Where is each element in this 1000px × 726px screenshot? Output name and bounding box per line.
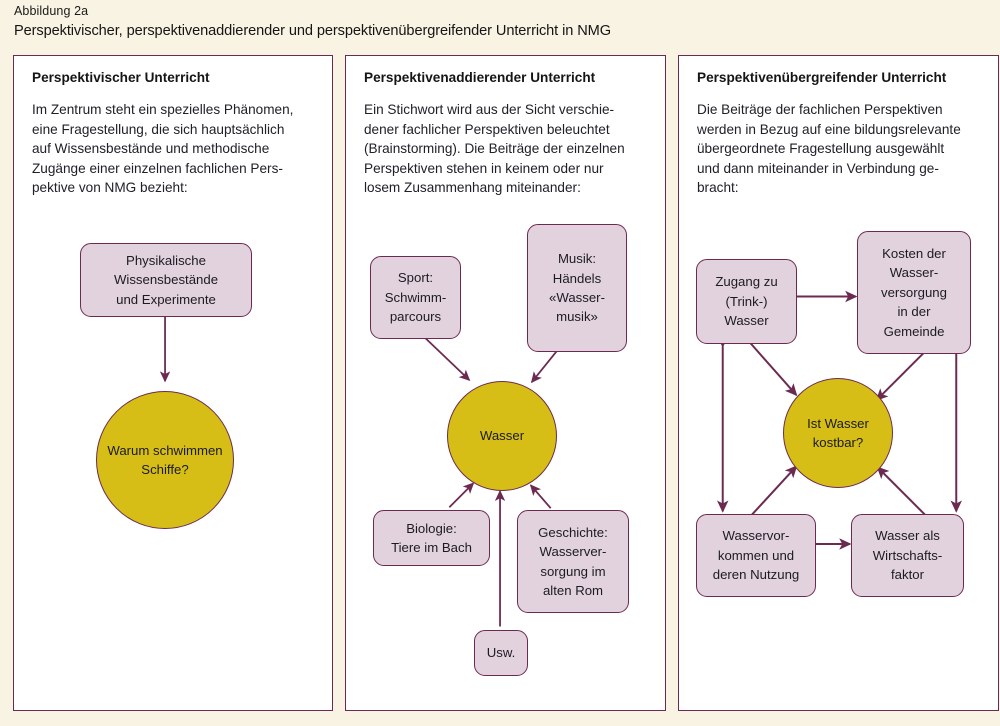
node-kosten-der-wasserversorgung: Kosten der Wasser- versorgung in der Gem… — [857, 231, 971, 354]
node-label: Sport: Schwimm- parcours — [384, 270, 447, 325]
node-biologie-tiere-im-bach: Biologie: Tiere im Bach — [373, 510, 490, 566]
arrow-kosten-center — [875, 338, 939, 402]
node-wasser-als-wirtschaftsfaktor: Wasser als Wirtschafts- faktor — [851, 514, 964, 597]
arrow-vorkommen-center — [739, 465, 798, 528]
panel-2-body-text: Ein Stichwort wird aus der Sicht verschi… — [364, 102, 625, 196]
node-zugang-zu-trinkwasser: Zugang zu (Trink-) Wasser — [696, 259, 797, 344]
node-label: Wasser — [479, 428, 525, 444]
panel-perspektivischer-unterricht: Perspektivischer Unterricht Im Zentrum s… — [13, 55, 333, 711]
arrow-sport-to-wasser — [424, 337, 471, 382]
node-label: Geschichte: Wasserver- sorgung im alten … — [538, 524, 608, 598]
node-label: Warum schwimmen Schiffe? — [107, 442, 223, 477]
arrow-wirtschaft-center — [876, 466, 939, 528]
panel-3-heading: Perspektivenübergreifender Unterricht — [697, 70, 947, 85]
figure-title: Perspektivischer, perspektivenaddierende… — [14, 23, 611, 39]
node-geschichte-wasserversorgung: Geschichte: Wasserver- sorgung im alten … — [517, 510, 629, 613]
panel-perspektivenaddierender-unterricht: Perspektivenaddierender Unterricht Ein S… — [345, 55, 666, 711]
node-label: Kosten der Wasser- versorgung in der Gem… — [881, 245, 947, 339]
panel-3-body-text: Die Beiträge der fachlichen Perspektiven… — [697, 102, 961, 196]
panel-1-heading: Perspektivischer Unterricht — [32, 70, 210, 85]
node-wasser-circle: Wasser — [447, 381, 557, 491]
node-ist-wasser-kostbar: Ist Wasser kostbar? — [783, 378, 893, 488]
node-label: Wasservor- kommen und deren Nutzung — [712, 528, 800, 583]
panel-1-body-text: Im Zentrum steht ein spezielles Phänomen… — [32, 102, 294, 196]
node-musik-haendels-wassermusik: Musik: Händels «Wasser- musik» — [527, 224, 627, 352]
node-label: Biologie: Tiere im Bach — [391, 520, 472, 555]
node-sport-schwimmparcours: Sport: Schwimm- parcours — [370, 256, 461, 339]
node-physikalische-wissensbestaende: Physikalische Wissensbestände und Experi… — [80, 243, 252, 317]
node-label: Musik: Händels «Wasser- musik» — [549, 251, 605, 325]
node-label: Ist Wasser kostbar? — [807, 415, 869, 450]
panel-perspektivenuebergreifender-unterricht: Perspektivenübergreifender Unterricht Di… — [678, 55, 999, 711]
node-usw: Usw. — [474, 630, 528, 676]
arrow-musik-to-wasser — [530, 350, 558, 384]
node-warum-schwimmen-schiffe: Warum schwimmen Schiffe? — [96, 391, 234, 529]
node-label: Wasser als Wirtschafts- faktor — [872, 528, 943, 583]
arrow-zugang-center — [739, 331, 798, 397]
node-label: Physikalische Wissensbestände und Experi… — [113, 252, 219, 307]
node-label: Usw. — [486, 645, 516, 661]
arrow-geschichte-to-wasser — [529, 484, 552, 509]
node-wasservorkommen-nutzung: Wasservor- kommen und deren Nutzung — [696, 514, 816, 597]
figure-label: Abbildung 2a — [14, 4, 89, 18]
node-label: Zugang zu (Trink-) Wasser — [715, 274, 778, 329]
panel-2-heading: Perspektivenaddierender Unterricht — [364, 70, 596, 85]
arrow-biologie-to-wasser — [448, 482, 475, 508]
